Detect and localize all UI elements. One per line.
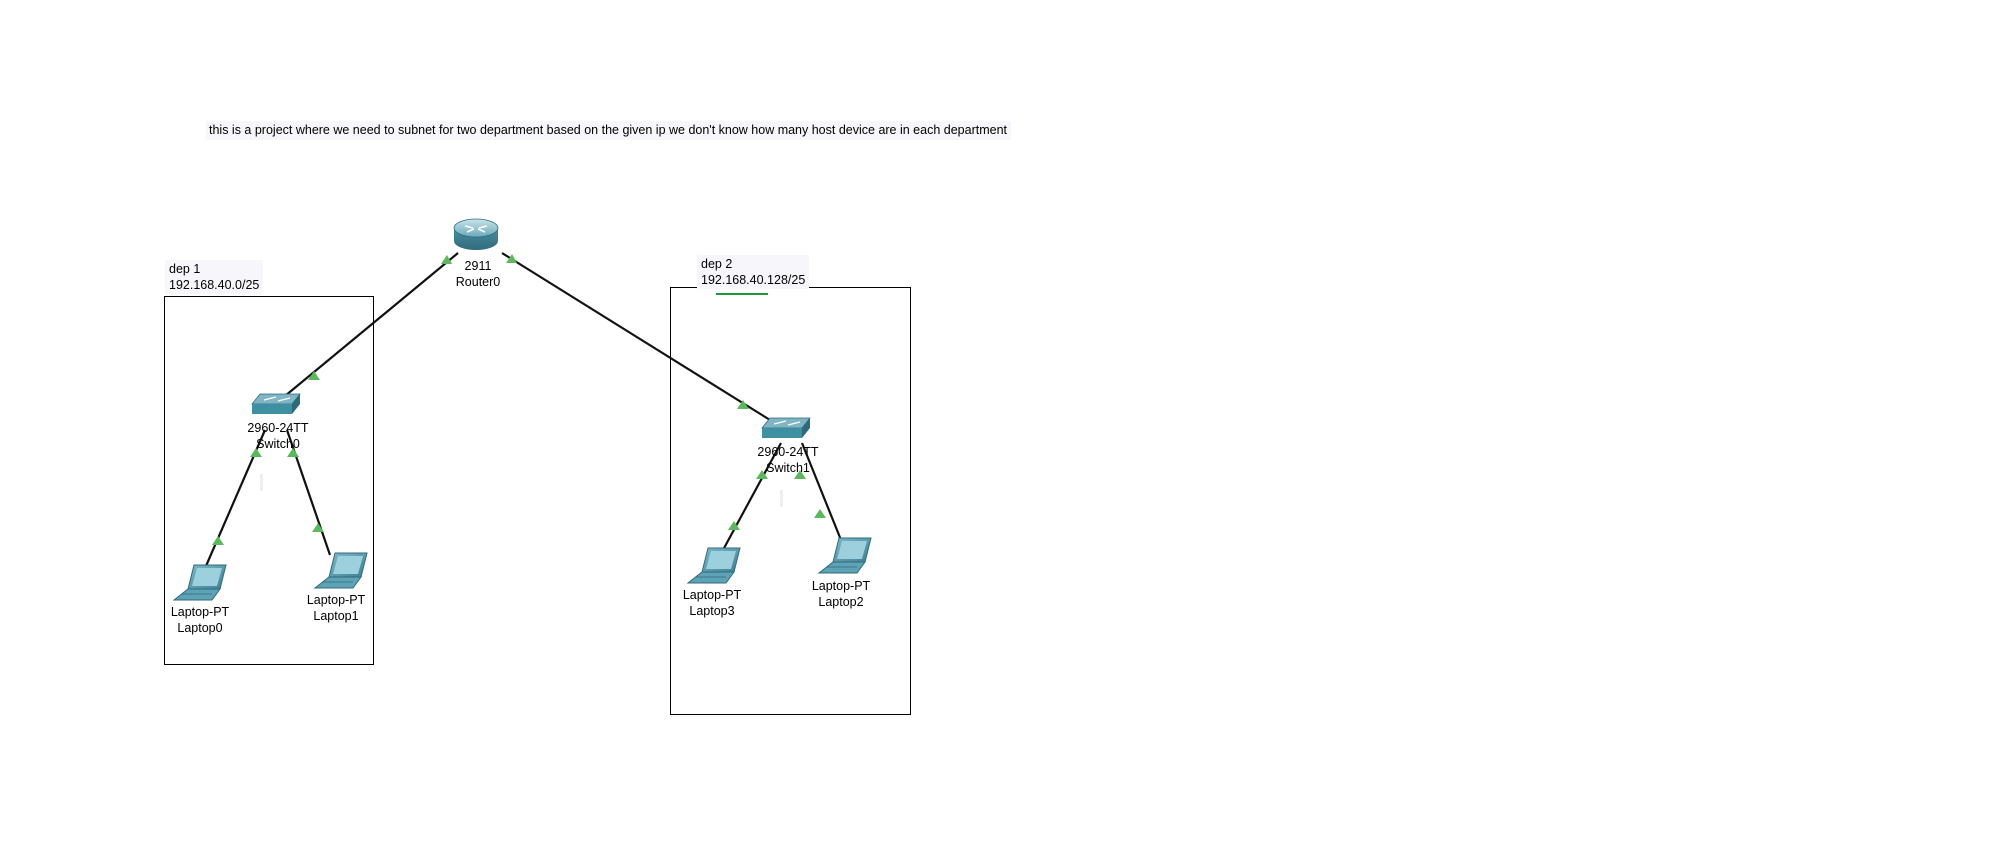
link-up-icon: [794, 470, 806, 479]
laptop2-model: Laptop-PT: [811, 579, 871, 593]
link-up-icon: [728, 521, 740, 530]
laptop2-name: Laptop2: [818, 595, 864, 609]
link-up-icon: [441, 255, 452, 264]
link-up-icon: [212, 536, 224, 545]
switch-icon[interactable]: [251, 393, 301, 414]
link-up-icon: [506, 254, 517, 263]
switch1-name: Switch1: [766, 461, 810, 475]
dep1-name: dep 1: [169, 262, 201, 276]
link-router0-switch0[interactable]: [284, 252, 459, 397]
dep1-area-label[interactable]: dep 1 192.168.40.0/25: [165, 260, 264, 294]
laptop3-model: Laptop-PT: [682, 588, 742, 602]
laptop1-model: Laptop-PT: [306, 593, 366, 607]
switch0-name: Switch0: [256, 437, 300, 451]
link-up-icon: [312, 523, 324, 532]
laptop1-label[interactable]: Laptop-PT Laptop1: [307, 592, 365, 624]
link-switch1-laptop2[interactable]: [800, 442, 843, 541]
dep2-name: dep 2: [701, 257, 733, 271]
switch0-label[interactable]: 2960-24TT Switch0: [247, 420, 308, 452]
link-up-icon: [287, 448, 299, 457]
placeholder-mark: [260, 474, 263, 491]
laptop0-model: Laptop-PT: [170, 605, 230, 619]
link-status-indicators: [212, 254, 826, 545]
project-note[interactable]: this is a project where we need to subne…: [206, 121, 1011, 140]
laptop-icon[interactable]: [172, 564, 227, 601]
router-icon[interactable]: [453, 218, 499, 250]
laptop0-name: Laptop0: [177, 621, 223, 635]
dep1-subnet: 192.168.40.0/25: [169, 278, 260, 292]
switch0-model: 2960-24TT: [247, 421, 309, 435]
laptop2-label[interactable]: Laptop-PT Laptop2: [812, 578, 870, 610]
link-router0-switch1[interactable]: [501, 252, 771, 421]
switch-icon[interactable]: [761, 417, 811, 438]
dep2-area-label[interactable]: dep 2 192.168.40.128/25: [697, 255, 810, 289]
laptop1-name: Laptop1: [313, 609, 359, 623]
laptop-icon[interactable]: [817, 537, 872, 574]
laptop0-label[interactable]: Laptop-PT Laptop0: [171, 604, 229, 636]
laptop-icon[interactable]: [686, 547, 741, 584]
dep1-area-box[interactable]: [164, 296, 374, 665]
link-up-icon: [250, 448, 262, 457]
link-switch1-laptop3[interactable]: [722, 442, 782, 551]
link-up-icon: [814, 509, 826, 518]
link-up-icon: [737, 400, 749, 409]
laptop3-name: Laptop3: [689, 604, 735, 618]
placeholder-mark: [780, 490, 783, 507]
router0-label[interactable]: 2911 Router0: [456, 258, 500, 290]
switch1-model: 2960-24TT: [757, 445, 819, 459]
router0-model: 2911: [464, 259, 492, 273]
laptop3-label[interactable]: Laptop-PT Laptop3: [683, 587, 741, 619]
link-up-icon: [756, 470, 768, 479]
link-up-icon: [308, 371, 320, 380]
dep2-subnet: 192.168.40.128/25: [701, 273, 806, 287]
links: [204, 252, 843, 567]
router0-name: Router0: [455, 275, 501, 289]
switch1-label[interactable]: 2960-24TT Switch1: [757, 444, 818, 476]
laptop-icon[interactable]: [313, 552, 368, 589]
